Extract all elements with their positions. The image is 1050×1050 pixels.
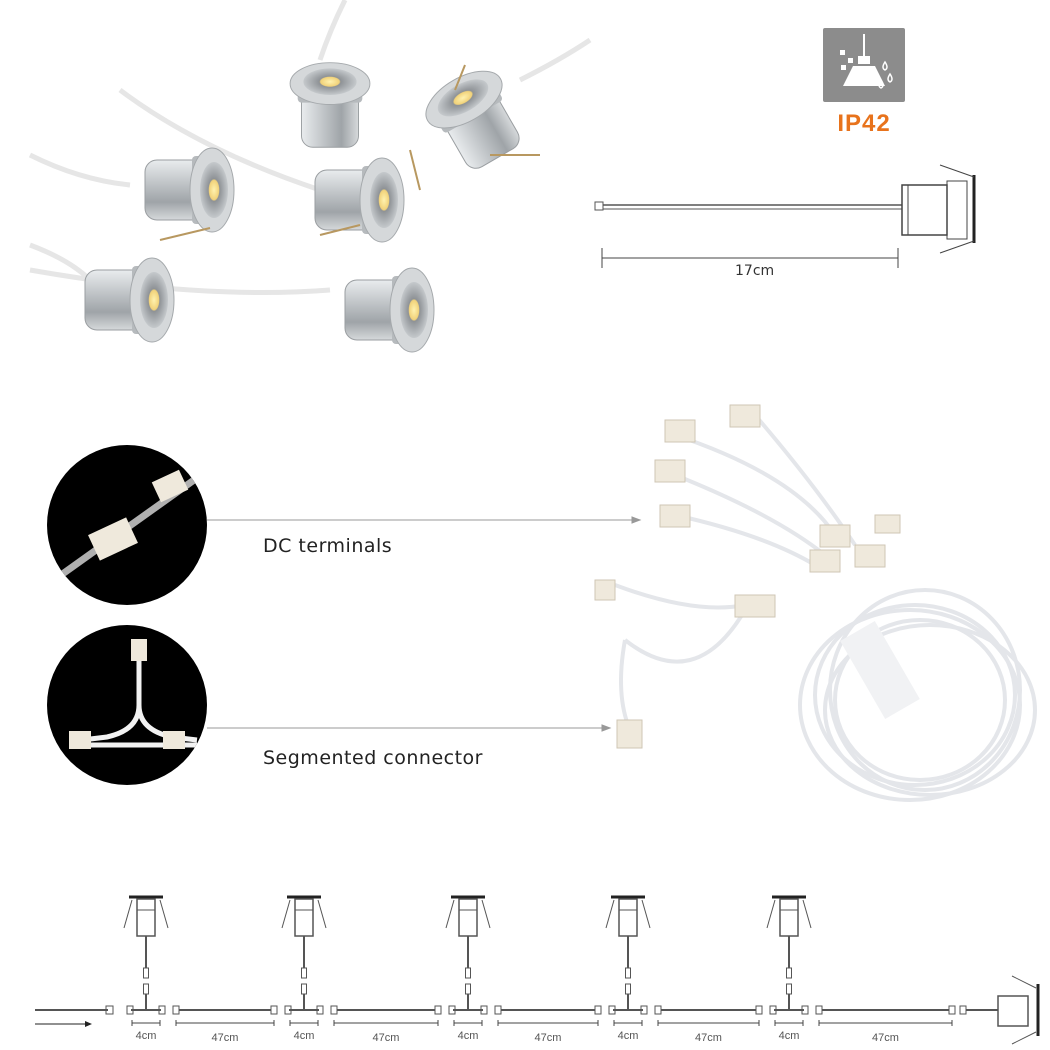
- cable-dimension: [175, 1020, 275, 1026]
- lamp-spring: [605, 899, 615, 929]
- lamp-spring: [1011, 1031, 1037, 1045]
- ip-rating-label: IP42: [837, 110, 891, 137]
- lamp-body: [779, 898, 799, 937]
- connector: [959, 1005, 967, 1015]
- connector: [948, 1005, 956, 1015]
- lamp-spring: [159, 899, 169, 929]
- tee-length-label: 4cm: [294, 1030, 315, 1042]
- connector: [330, 1005, 338, 1015]
- dc-terminals-label: DC terminals: [263, 535, 393, 557]
- lamp-spring: [766, 899, 776, 929]
- dc-terminals-photo: [47, 445, 207, 605]
- cable-dimension: [333, 1020, 439, 1026]
- lamp-body: [136, 898, 156, 937]
- lamp-spring: [1011, 975, 1037, 989]
- ip42-icon: [823, 28, 905, 102]
- lamp-spring: [641, 899, 651, 929]
- lamp-body: [458, 898, 478, 937]
- lamp-body: [618, 898, 638, 937]
- connector: [448, 1005, 456, 1015]
- connector: [640, 1005, 648, 1015]
- tee-length-label: 4cm: [458, 1030, 479, 1042]
- tee-plug: [465, 983, 471, 995]
- lamp-spring: [481, 899, 491, 929]
- length-dimension-label: 17cm: [735, 263, 775, 279]
- wiring-diagram: 4cm 47cm 4cm 47cm 4cm 47cm 4cm 47cm 4cm 47cm: [35, 895, 1040, 1045]
- connector: [755, 1005, 763, 1015]
- tee-dimension: [774, 1020, 804, 1026]
- segmented-connector-label: Segmented connector: [263, 747, 483, 769]
- dimension-drawing: [594, 164, 976, 268]
- lamp-plug: [625, 967, 631, 979]
- connector: [801, 1005, 809, 1015]
- connector: [434, 1005, 442, 1015]
- tee-dimension: [453, 1020, 483, 1026]
- cable-dimension: [497, 1020, 599, 1026]
- tee-dimension: [289, 1020, 319, 1026]
- connector: [316, 1005, 324, 1015]
- arrow-head: [85, 1021, 92, 1027]
- connector: [172, 1005, 180, 1015]
- connector: [769, 1005, 777, 1015]
- connector: [105, 1005, 114, 1015]
- lamp-spring: [802, 899, 812, 929]
- cable-length-label: 47cm: [373, 1032, 400, 1044]
- lamp-plug: [301, 967, 307, 979]
- cable-bundle-photo: [594, 404, 1037, 802]
- lamp-spring: [123, 899, 133, 929]
- end-lamp-body: [997, 995, 1029, 1027]
- connector: [126, 1005, 134, 1015]
- lamp-plug: [786, 967, 792, 979]
- tee-plug: [143, 983, 149, 995]
- cable-length-label: 47cm: [212, 1032, 239, 1044]
- connector: [494, 1005, 502, 1015]
- tee-plug: [786, 983, 792, 995]
- connector: [270, 1005, 278, 1015]
- tee-length-label: 4cm: [618, 1030, 639, 1042]
- connector: [654, 1005, 662, 1015]
- cable-dimension: [657, 1020, 760, 1026]
- connector: [284, 1005, 292, 1015]
- connector: [608, 1005, 616, 1015]
- tee-dimension: [131, 1020, 161, 1026]
- connector: [158, 1005, 166, 1015]
- tee-dimension: [613, 1020, 643, 1026]
- lamp-spring: [317, 899, 327, 929]
- cable-length-label: 47cm: [695, 1032, 722, 1044]
- lamp-body: [294, 898, 314, 937]
- tee-length-label: 4cm: [779, 1030, 800, 1042]
- connector: [480, 1005, 488, 1015]
- lamp-spring: [281, 899, 291, 929]
- segmented-connector-photo: [47, 625, 207, 785]
- cable-dimension: [818, 1020, 953, 1026]
- tee-plug: [625, 983, 631, 995]
- tee-length-label: 4cm: [136, 1030, 157, 1042]
- cable-length-label: 47cm: [872, 1032, 899, 1044]
- connector: [815, 1005, 823, 1015]
- cable-length-label: 47cm: [535, 1032, 562, 1044]
- lamp-plug: [465, 967, 471, 979]
- connector: [594, 1005, 602, 1015]
- product-photo-spotlights: [28, 0, 592, 353]
- lamp-spring: [445, 899, 455, 929]
- tee-plug: [301, 983, 307, 995]
- lamp-plug: [143, 967, 149, 979]
